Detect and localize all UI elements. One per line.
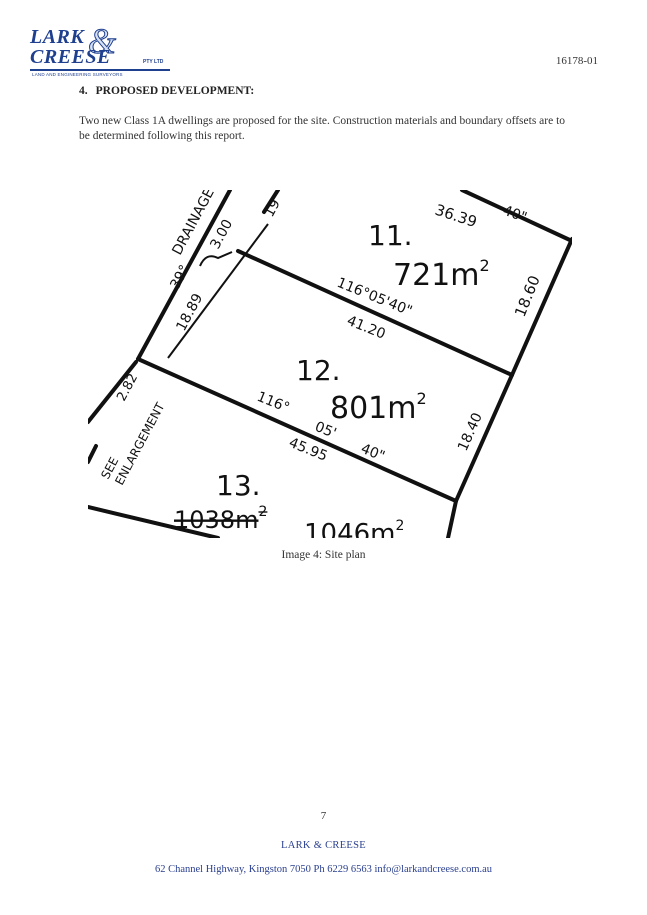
logo-ampersand: & xyxy=(87,21,117,62)
easement-lines xyxy=(167,223,269,359)
lot-12-area: 801m2 xyxy=(330,389,427,426)
boundary-east-13 xyxy=(446,499,458,538)
lot-13-area-new: 1046m2 xyxy=(304,518,404,538)
lot-11-area: 721m2 xyxy=(393,256,490,293)
footer-address: 62 Channel Highway, Kingston 7050 Ph 622… xyxy=(154,864,493,875)
label-enlargement: ENLARGEMENT xyxy=(112,400,167,488)
section-title: PROPOSED DEVELOPMENT: xyxy=(95,85,255,97)
easement-line xyxy=(167,223,269,359)
boundary-west xyxy=(136,190,232,361)
boundary-12-13 xyxy=(136,357,458,503)
boundary-lines xyxy=(88,190,572,538)
lot-13-area-struck: 1038m2 xyxy=(174,504,267,534)
footer-company: LARK & CREESE xyxy=(281,840,366,851)
document-reference: 16178-01 xyxy=(555,55,598,67)
page-number: 7 xyxy=(320,810,327,822)
lot-11-label: 11. xyxy=(368,219,413,252)
easement-arrow xyxy=(199,251,233,267)
boundary-stub-3 xyxy=(262,190,280,214)
section-number: 4. xyxy=(79,85,88,97)
label-bearing-north: 40" xyxy=(501,203,529,226)
logo-underline xyxy=(30,69,170,71)
lot-13-label: 13. xyxy=(216,469,261,502)
boundary-stub xyxy=(88,360,138,424)
site-plan-image: 11. 721m2 12. 801m2 13. 1038m2 1046m2 40… xyxy=(88,190,572,538)
site-plan-drawing: 11. 721m2 12. 801m2 13. 1038m2 1046m2 40… xyxy=(88,190,572,538)
lot-12-label: 12. xyxy=(296,354,341,387)
boundary-11-12 xyxy=(236,249,514,377)
label-19: 19 xyxy=(261,197,283,220)
section-heading: 4. PROPOSED DEVELOPMENT: xyxy=(79,85,254,97)
label-2-82: 2.82 xyxy=(114,371,141,404)
section-body: Two new Class 1A dwellings are proposed … xyxy=(79,115,566,142)
company-logo: LARK & CREESE PTY LTD LAND AND ENGINEERI… xyxy=(30,21,175,78)
boundary-stub-2 xyxy=(88,444,98,464)
label-45-95: 45.95 xyxy=(287,435,330,465)
boundary-south-13 xyxy=(88,505,220,538)
boundary-north xyxy=(460,190,572,243)
boundary-east-11 xyxy=(510,237,572,377)
logo-tagline: LAND AND ENGINEERING SURVEYORS xyxy=(32,72,123,77)
logo-text-lark: LARK xyxy=(30,26,85,48)
logo-pty: PTY LTD xyxy=(143,59,164,65)
label-36-39: 36.39 xyxy=(433,201,479,231)
label-bearing-12-min: 05' xyxy=(313,419,339,442)
figure-caption: Image 4: Site plan xyxy=(281,549,366,561)
logo-text-creese: CREESE xyxy=(30,46,111,68)
boundary-east-12 xyxy=(454,373,514,503)
